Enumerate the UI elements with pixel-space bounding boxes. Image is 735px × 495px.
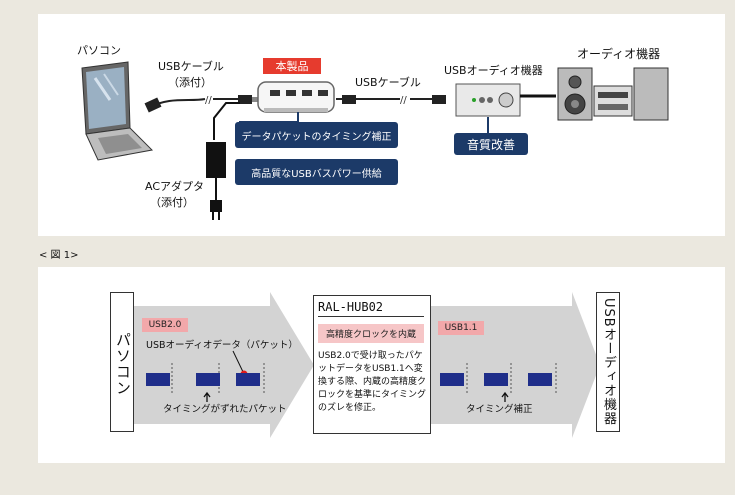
corrected-label: タイミング補正	[466, 404, 533, 415]
hub-title-rule	[318, 316, 424, 317]
feature-power-box: 高品質なUSBバスパワー供給	[235, 159, 398, 185]
laptop-icon	[81, 61, 154, 161]
ac-adapter-icon	[206, 142, 226, 178]
audio-system-icon	[557, 67, 669, 121]
usb-audio-label: USBオーディオ機器	[444, 64, 543, 77]
usb20-tag: USB2.0	[142, 318, 188, 332]
cable2-label: USBケーブル	[355, 76, 421, 89]
svg-text://: //	[205, 95, 212, 106]
hub-description: USB2.0で受け取ったパケットデータをUSB1.1へ変換する際、内蔵の高精度ク…	[318, 351, 427, 413]
pc-box	[110, 292, 134, 432]
cable1-sub: （添付）	[168, 76, 212, 89]
hub-title: RAL-HUB02	[318, 300, 384, 314]
cable1-label: USBケーブル	[158, 60, 224, 73]
hub-device-icon	[257, 81, 335, 113]
usb-audio-vertical-label: USBオーディオ機器	[601, 298, 616, 426]
clock-tag: 高精度クロックを内蔵	[318, 324, 424, 343]
feature-timing-box: データパケットのタイミング補正	[235, 122, 398, 148]
packet	[146, 373, 170, 386]
figure1-drawing: // //	[81, 61, 669, 220]
packet	[528, 373, 552, 386]
packet	[440, 373, 464, 386]
packet	[196, 373, 220, 386]
quality-box: 音質改善	[454, 133, 528, 155]
pc-label: パソコン	[77, 44, 121, 57]
packet	[236, 373, 260, 386]
usb-audio-box	[596, 292, 620, 432]
pc-vertical-label: パソコン	[114, 332, 132, 396]
audio-label: オーディオ機器	[577, 47, 661, 61]
packet	[484, 373, 508, 386]
usb-audio-device-icon	[455, 83, 521, 117]
usb11-tag: USB1.1	[438, 321, 484, 335]
usb-audio-data-label: USBオーディオデータ（パケット）	[146, 340, 298, 351]
figure-caption: < 図 1>	[39, 250, 79, 261]
svg-text://: //	[400, 95, 407, 106]
product-tag: 本製品	[263, 58, 321, 74]
shifted-label: タイミングがずれたパケット	[163, 404, 287, 415]
hub-box	[313, 295, 431, 434]
ac-sub: （添付）	[150, 196, 194, 209]
ac-label: ACアダプタ	[145, 180, 205, 193]
